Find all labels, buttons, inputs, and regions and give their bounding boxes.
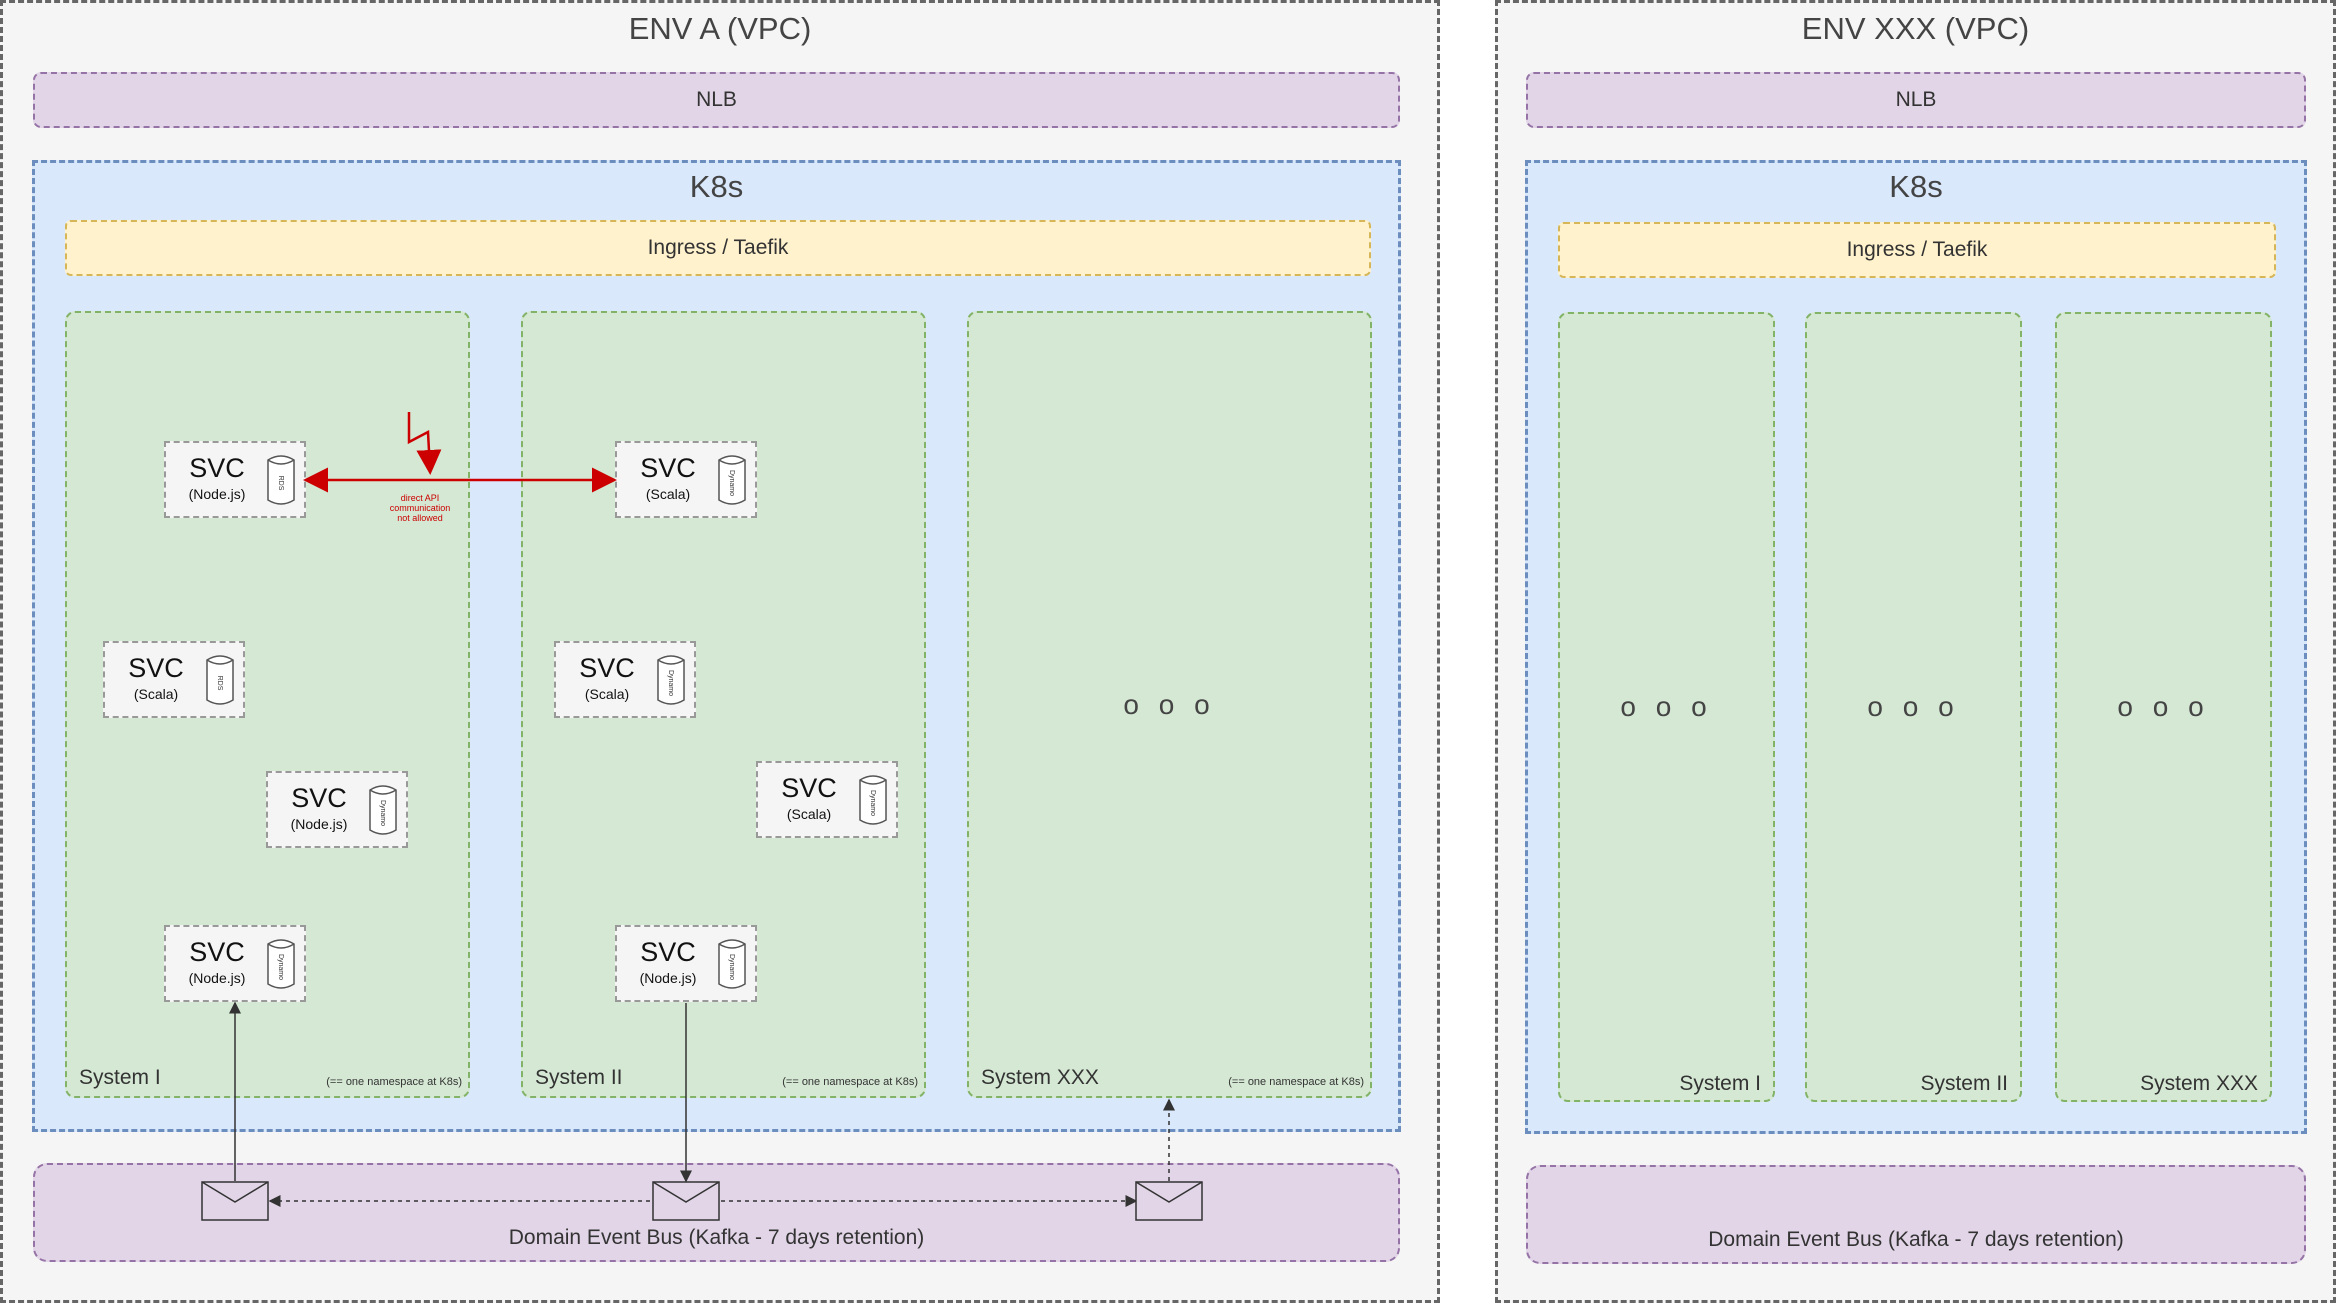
note-line: direct API	[400, 493, 440, 503]
svc-title: SVC	[128, 653, 184, 683]
note-line: communication	[389, 503, 451, 513]
env-a-nlb[interactable]: NLB	[33, 72, 1400, 128]
env-xxx-event-bus[interactable]: Domain Event Bus (Kafka - 7 days retenti…	[1526, 1165, 2306, 1264]
svc-language: (Scala)	[133, 686, 179, 702]
env-a-ingress[interactable]: Ingress / Taefik	[65, 220, 1371, 276]
placeholder-dots: o o o	[2117, 691, 2210, 722]
svc-title: SVC	[640, 937, 696, 967]
event-bus-label: Domain Event Bus (Kafka - 7 days retenti…	[1708, 1228, 2124, 1251]
svc-box[interactable]: SVC (Scala) Dynamo	[615, 441, 757, 518]
database-cylinder-icon: Dynamo	[657, 655, 685, 705]
database-cylinder-icon: Dynamo	[718, 455, 746, 505]
note-line: not allowed	[397, 513, 443, 523]
svc-title: SVC	[291, 783, 347, 813]
db-type: Dynamo	[728, 954, 735, 980]
env-xxx-system-ii[interactable]: o o o System II	[1805, 312, 2022, 1102]
env-xxx-nlb[interactable]: NLB	[1526, 72, 2306, 128]
svc-language: (Scala)	[645, 486, 691, 502]
database-cylinder-icon: Dynamo	[859, 775, 887, 825]
svc-title: SVC	[640, 453, 696, 483]
svc-language: (Scala)	[584, 686, 630, 702]
env-xxx-nlb-label: NLB	[1895, 88, 1937, 111]
env-a-system-xxx[interactable]: o o o System XXX (== one namespace at K8…	[967, 311, 1372, 1098]
env-a-ingress-label: Ingress / Taefik	[647, 236, 789, 259]
env-xxx-title: ENV XXX (VPC)	[1801, 11, 2030, 46]
svc-box[interactable]: SVC (Node.js) Dynamo	[266, 771, 408, 848]
database-cylinder-icon: RDS	[206, 655, 234, 705]
db-type: RDS	[216, 676, 223, 691]
env-a-k8s-title: K8s	[689, 169, 744, 204]
database-cylinder-icon: Dynamo	[267, 939, 295, 989]
db-type: Dynamo	[728, 470, 735, 496]
namespace-note: (== one namespace at K8s)	[326, 1076, 462, 1088]
envelope-icon[interactable]	[201, 1181, 269, 1221]
envelope-icon[interactable]	[1135, 1181, 1203, 1221]
svc-title: SVC	[189, 937, 245, 967]
svc-language: (Node.js)	[639, 970, 697, 986]
db-type: Dynamo	[379, 800, 386, 826]
system-name: System II	[535, 1066, 623, 1089]
lightning-bolt-icon	[407, 412, 442, 475]
svc-title: SVC	[189, 453, 245, 483]
system-name: System I	[1679, 1072, 1761, 1095]
system-name: System XXX	[2140, 1072, 2258, 1095]
db-type: Dynamo	[277, 954, 284, 980]
database-cylinder-icon: Dynamo	[718, 939, 746, 989]
svc-language: (Node.js)	[290, 816, 348, 832]
env-xxx-ingress-label: Ingress / Taefik	[1846, 238, 1988, 261]
system-name: System II	[1920, 1072, 2008, 1095]
svc-language: (Scala)	[786, 806, 832, 822]
env-xxx-system-xxx[interactable]: o o o System XXX	[2055, 312, 2272, 1102]
svc-box[interactable]: SVC (Scala) RDS	[103, 641, 245, 718]
forbidden-note: direct API communication not allowed	[370, 493, 470, 523]
db-type: RDS	[277, 476, 284, 491]
env-xxx-k8s-title: K8s	[1889, 169, 1943, 204]
env-a-title: ENV A (VPC)	[628, 11, 812, 46]
placeholder-dots: o o o	[1620, 691, 1713, 722]
db-type: Dynamo	[667, 670, 674, 696]
svc-box[interactable]: SVC (Scala) Dynamo	[554, 641, 696, 718]
svc-box[interactable]: SVC (Scala) Dynamo	[756, 761, 898, 838]
placeholder-dots: o o o	[1867, 691, 1960, 722]
db-type: Dynamo	[869, 790, 876, 816]
placeholder-dots: o o o	[1123, 688, 1216, 720]
svc-box[interactable]: SVC (Node.js) Dynamo	[615, 925, 757, 1002]
event-bus-label: Domain Event Bus (Kafka - 7 days retenti…	[508, 1226, 925, 1249]
database-cylinder-icon: RDS	[267, 455, 295, 505]
database-cylinder-icon: Dynamo	[369, 785, 397, 835]
env-xxx-system-i[interactable]: o o o System I	[1558, 312, 1775, 1102]
namespace-note: (== one namespace at K8s)	[1228, 1076, 1364, 1088]
svc-language: (Node.js)	[188, 486, 246, 502]
system-name: System I	[79, 1066, 161, 1089]
svc-box[interactable]: SVC (Node.js) Dynamo	[164, 925, 306, 1002]
svc-title: SVC	[579, 653, 635, 683]
namespace-note: (== one namespace at K8s)	[782, 1076, 918, 1088]
envelope-icon[interactable]	[652, 1181, 720, 1221]
system-name: System XXX	[981, 1066, 1099, 1089]
svc-title: SVC	[781, 773, 837, 803]
env-a-nlb-label: NLB	[696, 88, 737, 111]
svc-language: (Node.js)	[188, 970, 246, 986]
env-xxx-ingress[interactable]: Ingress / Taefik	[1558, 222, 2276, 278]
